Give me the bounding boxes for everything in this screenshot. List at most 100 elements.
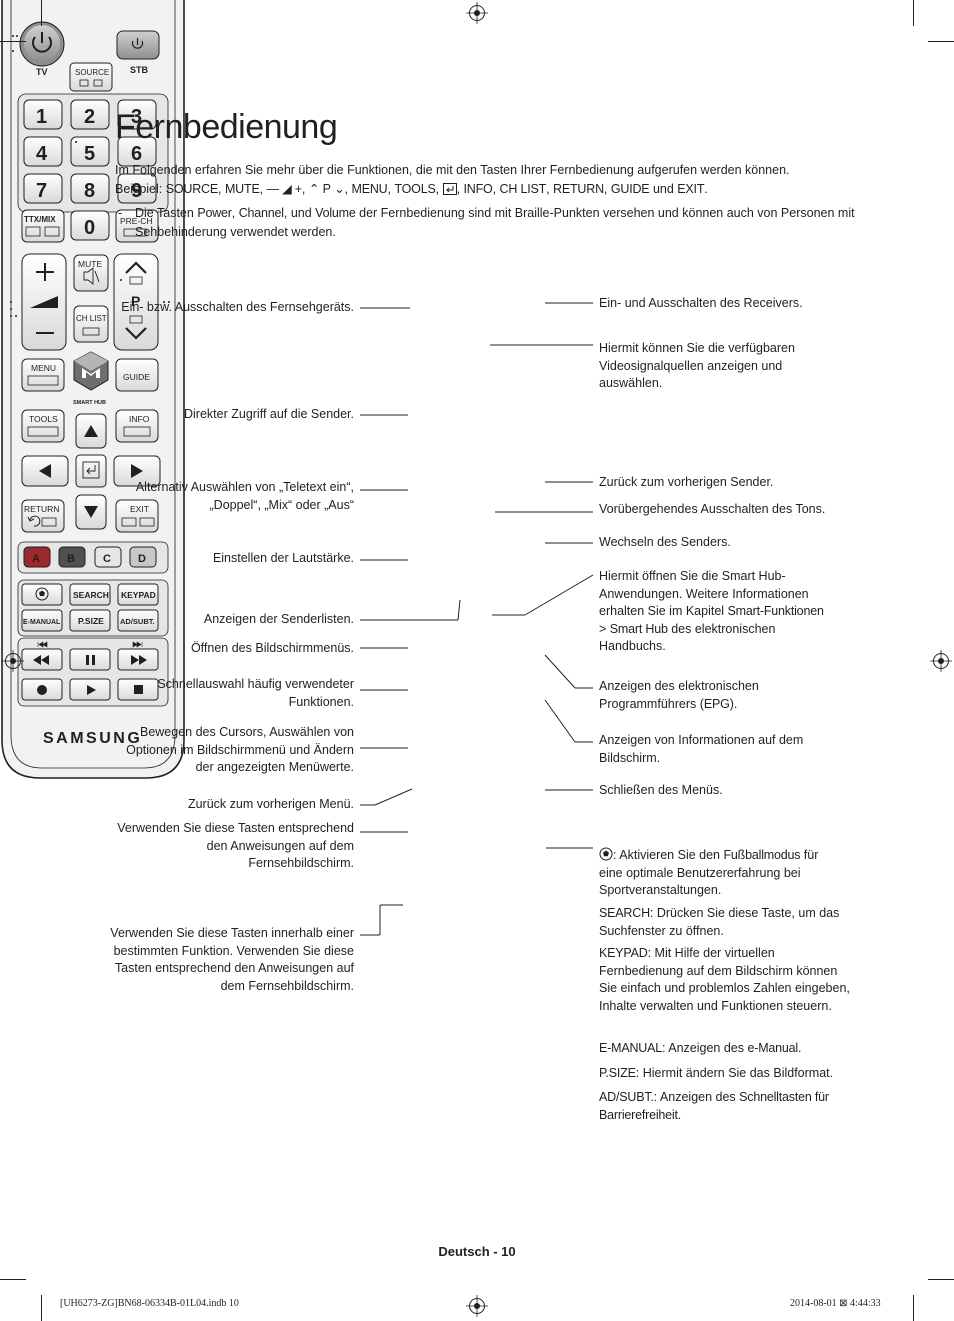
stb-label: STB (130, 65, 149, 75)
info-label: INFO (129, 414, 150, 424)
digit-label: 4 (36, 143, 48, 165)
color-key-a: A (23, 546, 51, 568)
print-slug-left: [UH6273-ZG]BN68-06334B-01L04.indb 10 (60, 1298, 239, 1309)
p-label: P (131, 293, 140, 309)
label-guide: Anzeigen des elektronischen Programmführ… (599, 678, 814, 713)
key-guide: GUIDE (610, 182, 650, 196)
emanual-name: e-Manual (747, 1041, 798, 1055)
rewind-button (21, 648, 63, 671)
emanual-text: : Anzeigen des (662, 1041, 748, 1055)
digit-button-8: 8 (70, 173, 110, 204)
emanual-label: E-MANUAL (23, 619, 61, 626)
smarthub-chapter: Smart-Funktionen (727, 604, 824, 618)
channel-rocker: P (113, 253, 159, 351)
key-power: Power (197, 206, 232, 220)
key-exit: EXIT (677, 182, 705, 196)
keypad-button: KEYPAD (117, 583, 159, 606)
smart-hub-button (73, 351, 109, 391)
exit-button: EXIT (115, 499, 159, 533)
tools-button: TOOLS (21, 409, 65, 443)
key-channel: Channel (238, 206, 284, 220)
smarthub-label: SMART HUB (73, 400, 106, 406)
digit-button-9: 9 (117, 173, 157, 204)
label-color-keys: Verwenden Sie diese Tasten entsprechend … (117, 821, 354, 870)
color-key-d: D (129, 546, 157, 568)
digit-button-6: 6 (117, 136, 157, 167)
guide-epg: EPG (703, 696, 730, 711)
label-channel: Wechseln des Senders. (599, 535, 731, 549)
smarthub-post: des elektronischen Handbuchs. (599, 621, 776, 654)
navigation-pad (21, 413, 161, 530)
print-slug-right: 2014-08-01 ⊠ 4:44:33 (790, 1298, 881, 1309)
digit-label: 7 (36, 180, 47, 202)
color-key-c: C (94, 546, 122, 568)
bullet-dash: - (118, 206, 123, 220)
page-title: Fernbedienung (115, 108, 338, 146)
crop-mark (41, 1295, 42, 1321)
label-ttx: Alternativ Auswählen von „Teletext ein“,… (135, 480, 354, 512)
source-button: SOURCE (69, 62, 113, 92)
search-key: SEARCH (599, 906, 650, 920)
football-mode: Fußballmodus (723, 848, 801, 862)
search-label: SEARCH (73, 590, 109, 600)
tv-power-button (19, 21, 65, 67)
bullet-text: Die Tasten (135, 206, 198, 220)
registration-mark-icon (2, 650, 24, 672)
mute-button: MUTE (73, 254, 109, 292)
record-button (21, 678, 63, 701)
search-text: : Drücken Sie diese Taste, um das Suchfe… (599, 906, 840, 938)
smarthub-gt: > (599, 621, 610, 636)
crop-mark (41, 0, 42, 26)
ttx-label: TTX/MIX (24, 215, 56, 224)
enter-icon (442, 183, 457, 195)
label-menu: Öffnen des Bildschirmmenüs. (190, 641, 354, 655)
crop-mark (928, 41, 954, 42)
ttx-mix-button: TTX/MIX (21, 209, 65, 243)
color-key-label: D (138, 553, 146, 565)
digit-label: 6 (131, 143, 142, 165)
adsubt-post: . (677, 1107, 682, 1122)
label-cursor: Bewegen des Cursors, Auswählen von Optio… (126, 725, 354, 774)
pause-button (69, 648, 111, 671)
bullet-und: , und (283, 206, 316, 220)
label-stb-power: Ein- und Ausschalten des Receivers. (599, 296, 803, 310)
chlist-label: CH LIST (76, 314, 107, 323)
key-chlist: CH LIST (499, 182, 547, 196)
color-key-b: B (58, 546, 86, 568)
emanual-post: . (798, 1041, 802, 1055)
smarthub-text: Hiermit öffnen Sie die Smart Hub-Anwendu… (599, 569, 809, 618)
label-football: : Aktivieren Sie den Fußballmodus für ei… (599, 847, 834, 900)
keypad-key: KEYPAD (599, 946, 648, 960)
football-icon (599, 847, 613, 861)
braille-note: -Die Tasten Power, Channel, und Volume d… (118, 206, 855, 239)
guide-label: GUIDE (123, 372, 150, 382)
crop-mark (928, 1279, 954, 1280)
digit-button-2: 2 (70, 99, 110, 130)
label-emanual: E-MANUAL: Anzeigen des e-Manual. (599, 1040, 854, 1058)
label-digits: Direkter Zugriff auf die Sender. (184, 407, 354, 421)
label-mute: Vorübergehendes Ausschalten des Tons. (599, 502, 826, 516)
crop-mark (0, 1279, 26, 1280)
label-smarthub: Hiermit öffnen Sie die Smart Hub-Anwendu… (599, 568, 829, 656)
intro-text: Im Folgenden erfahren Sie mehr über die … (115, 163, 790, 177)
label-keypad: KEYPAD: Mit Hilfe der virtuellen Fernbed… (599, 945, 854, 1015)
fast-forward-button (117, 648, 159, 671)
psize-label: P.SIZE (78, 616, 104, 626)
key-volume: Volume (315, 206, 356, 220)
adsubt-text: : Anzeigen des (653, 1090, 740, 1104)
registration-mark-icon (466, 1295, 488, 1317)
remote-control-illustration: TV STB SOURCE 1 2 3 4 5 6 7 8 9 TTX/MIX … (1, 0, 185, 779)
key-volume-glyph: — ◢ + (266, 182, 303, 196)
volume-rocker (21, 253, 67, 351)
football-text: : Aktivieren Sie den (613, 848, 724, 862)
key-channel-down-glyph: ⌄ (334, 182, 345, 196)
label-info: Anzeigen von Informationen auf dem Bilds… (599, 733, 804, 765)
samsung-logo: SAMSUNG (43, 730, 142, 747)
bullet-rest: der Fernbedienung sind mit Braille-Punkt… (135, 206, 855, 239)
registration-mark-icon (930, 650, 952, 672)
intro-und: und (652, 182, 674, 196)
ch-list-button: CH LIST (73, 305, 109, 343)
smarthub-section: Smart Hub (609, 621, 668, 636)
key-info: INFO (463, 182, 493, 196)
label-tools: Schnellauswahl häufig verwendeter Funkti… (157, 677, 354, 709)
